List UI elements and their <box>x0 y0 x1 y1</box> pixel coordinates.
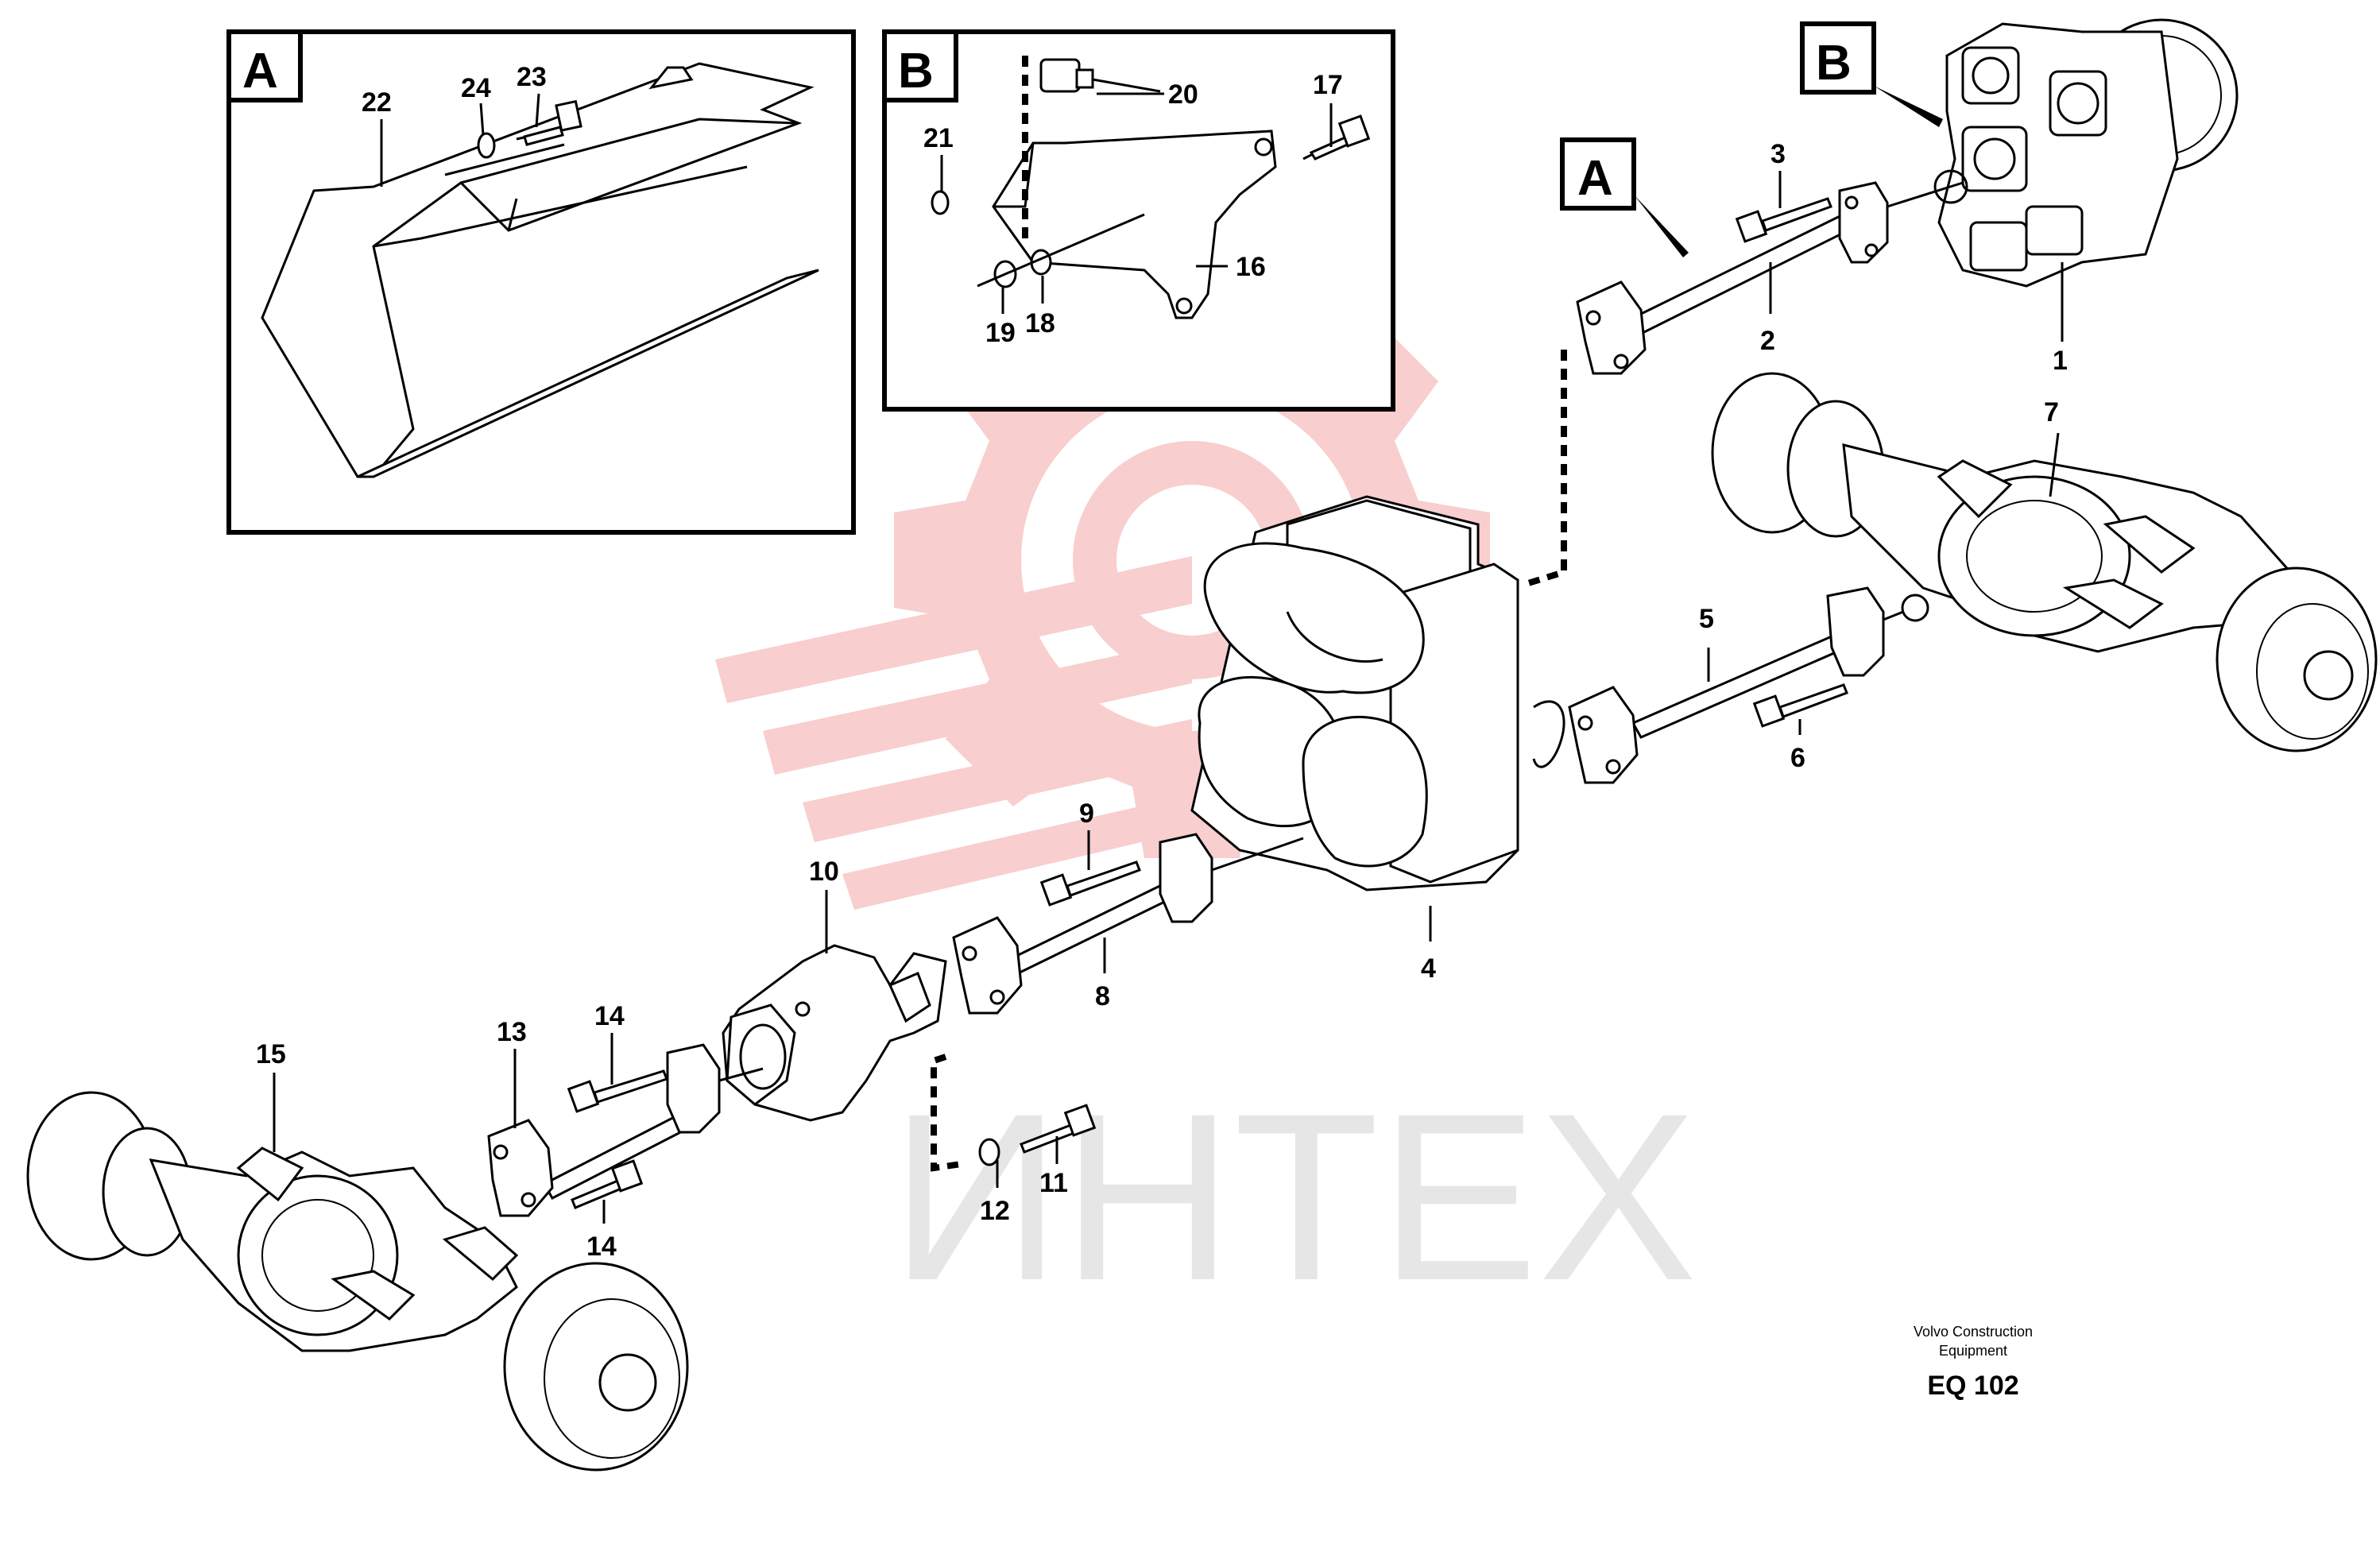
callout-14-lower: 14 <box>586 1232 617 1262</box>
front-axle-15 <box>26 1091 689 1471</box>
callout-9: 9 <box>1079 799 1094 829</box>
callout-7: 7 <box>2044 397 2059 427</box>
propeller-shaft-2 <box>1576 181 1964 375</box>
rubber-mount-20 <box>1039 58 1161 93</box>
inset-b-label: B <box>898 44 934 99</box>
callout-5: 5 <box>1699 604 1714 634</box>
bolt-3 <box>1735 197 1832 243</box>
propeller-shaft-5 <box>1568 586 1929 784</box>
callout-19: 19 <box>985 318 1016 348</box>
callout-13: 13 <box>497 1017 527 1047</box>
washer-12 <box>978 1138 1000 1166</box>
transfer-case-4 <box>1190 495 1565 891</box>
callout-3: 3 <box>1770 139 1786 169</box>
callout-8: 8 <box>1095 981 1110 1011</box>
washer-21 <box>931 190 950 215</box>
callout-20: 20 <box>1168 79 1198 110</box>
svg-text:A: A <box>1577 151 1613 206</box>
credit-line-2: Equipment <box>1939 1343 2007 1359</box>
inset-a-label: A <box>242 44 278 99</box>
callout-10: 10 <box>809 857 839 887</box>
bolt-6 <box>1752 683 1848 728</box>
callout-11: 11 <box>1039 1168 1068 1198</box>
bolt-9 <box>1039 860 1141 907</box>
watermark-text: ИНТЕХ <box>890 1063 1697 1330</box>
callout-4: 4 <box>1421 953 1436 984</box>
engine-transmission-1 <box>1933 18 2239 288</box>
drawing-code: EQ 102 <box>1927 1371 2018 1401</box>
callout-1: 1 <box>2053 346 2068 376</box>
inset-b: B 20 17 21 <box>882 29 1395 412</box>
propeller-shaft-8 <box>952 833 1304 1015</box>
callout-24: 24 <box>461 73 491 103</box>
bolt-23 <box>516 99 582 146</box>
credit-line-1: Volvo Construction <box>1914 1324 2033 1340</box>
callout-22: 22 <box>362 87 392 118</box>
inset-a: A 22 24 23 <box>226 29 856 535</box>
bracket-16 <box>992 130 1277 319</box>
callout-18: 18 <box>1025 308 1055 338</box>
callout-21: 21 <box>923 123 954 153</box>
brake-unit-10 <box>722 944 947 1122</box>
washer-24 <box>477 132 496 159</box>
main-label-a: A <box>1560 137 1689 257</box>
callout-2: 2 <box>1760 326 1775 356</box>
bolt-14-upper <box>567 1069 668 1113</box>
guard-plate <box>261 62 819 478</box>
bolt-17 <box>1302 114 1371 160</box>
callout-23: 23 <box>517 62 547 92</box>
bolt-14-lower <box>571 1159 644 1209</box>
callout-16: 16 <box>1236 252 1266 282</box>
propeller-shaft-13 <box>487 1043 764 1217</box>
rear-axle-7 <box>1711 372 2378 752</box>
svg-text:B: B <box>1816 36 1852 91</box>
bolt-11 <box>1020 1104 1097 1154</box>
callout-6: 6 <box>1790 743 1805 773</box>
main-label-b: B <box>1800 21 1943 127</box>
callout-12: 12 <box>980 1196 1010 1226</box>
callout-14-upper: 14 <box>594 1001 625 1031</box>
callout-15: 15 <box>256 1039 286 1069</box>
callout-17: 17 <box>1313 70 1343 100</box>
